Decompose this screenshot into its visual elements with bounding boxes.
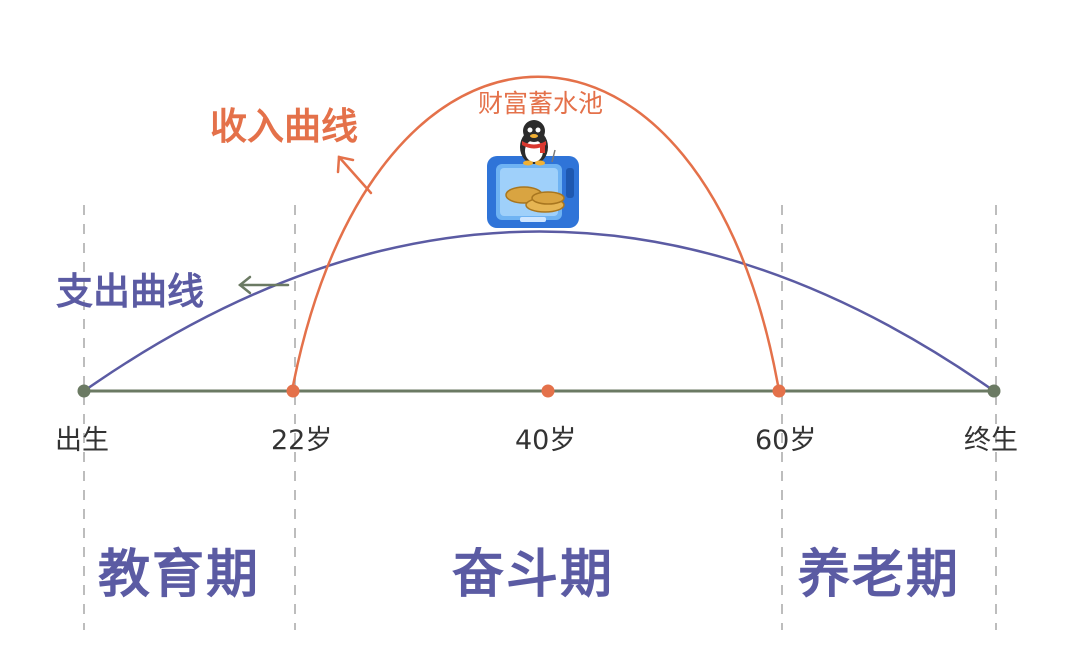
wealth-pool-label: 财富蓄水池 [478,84,603,120]
income-arrow-icon [338,157,371,193]
period-education: 教育期 [98,532,260,607]
point-22 [287,385,300,398]
period-struggle: 奋斗期 [452,532,614,607]
point-60 [773,385,786,398]
point-birth [78,385,91,398]
tick-label-end: 终生 [964,418,1018,457]
point-end [988,385,1001,398]
coin-box-icon [487,156,579,228]
tick-label-birth: 出生 [55,418,109,457]
period-retirement: 养老期 [798,532,960,607]
expense-curve-label: 支出曲线 [56,261,204,315]
income-curve-label: 收入曲线 [210,96,358,150]
tick-label-60: 60岁 [755,418,816,457]
tick-label-22: 22岁 [271,418,332,457]
tick-label-40: 40岁 [515,418,576,457]
expense-curve [84,232,994,392]
point-40 [542,385,555,398]
